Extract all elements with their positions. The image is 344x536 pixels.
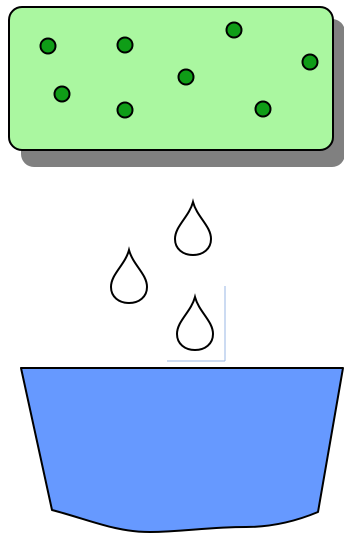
particle-dot <box>179 70 194 85</box>
particle-dot <box>303 55 318 70</box>
particle-dot <box>118 103 133 118</box>
container-box <box>9 7 333 150</box>
particle-dot <box>256 102 271 117</box>
particle-dot <box>41 39 56 54</box>
water-drop-icon <box>111 250 147 303</box>
water-drop-icon <box>177 297 213 350</box>
particle-dot <box>118 38 133 53</box>
droplets-group <box>111 202 213 350</box>
particle-dot <box>55 87 70 102</box>
water-basin <box>21 368 343 532</box>
water-drop-icon <box>175 202 211 255</box>
particle-dot <box>227 23 242 38</box>
